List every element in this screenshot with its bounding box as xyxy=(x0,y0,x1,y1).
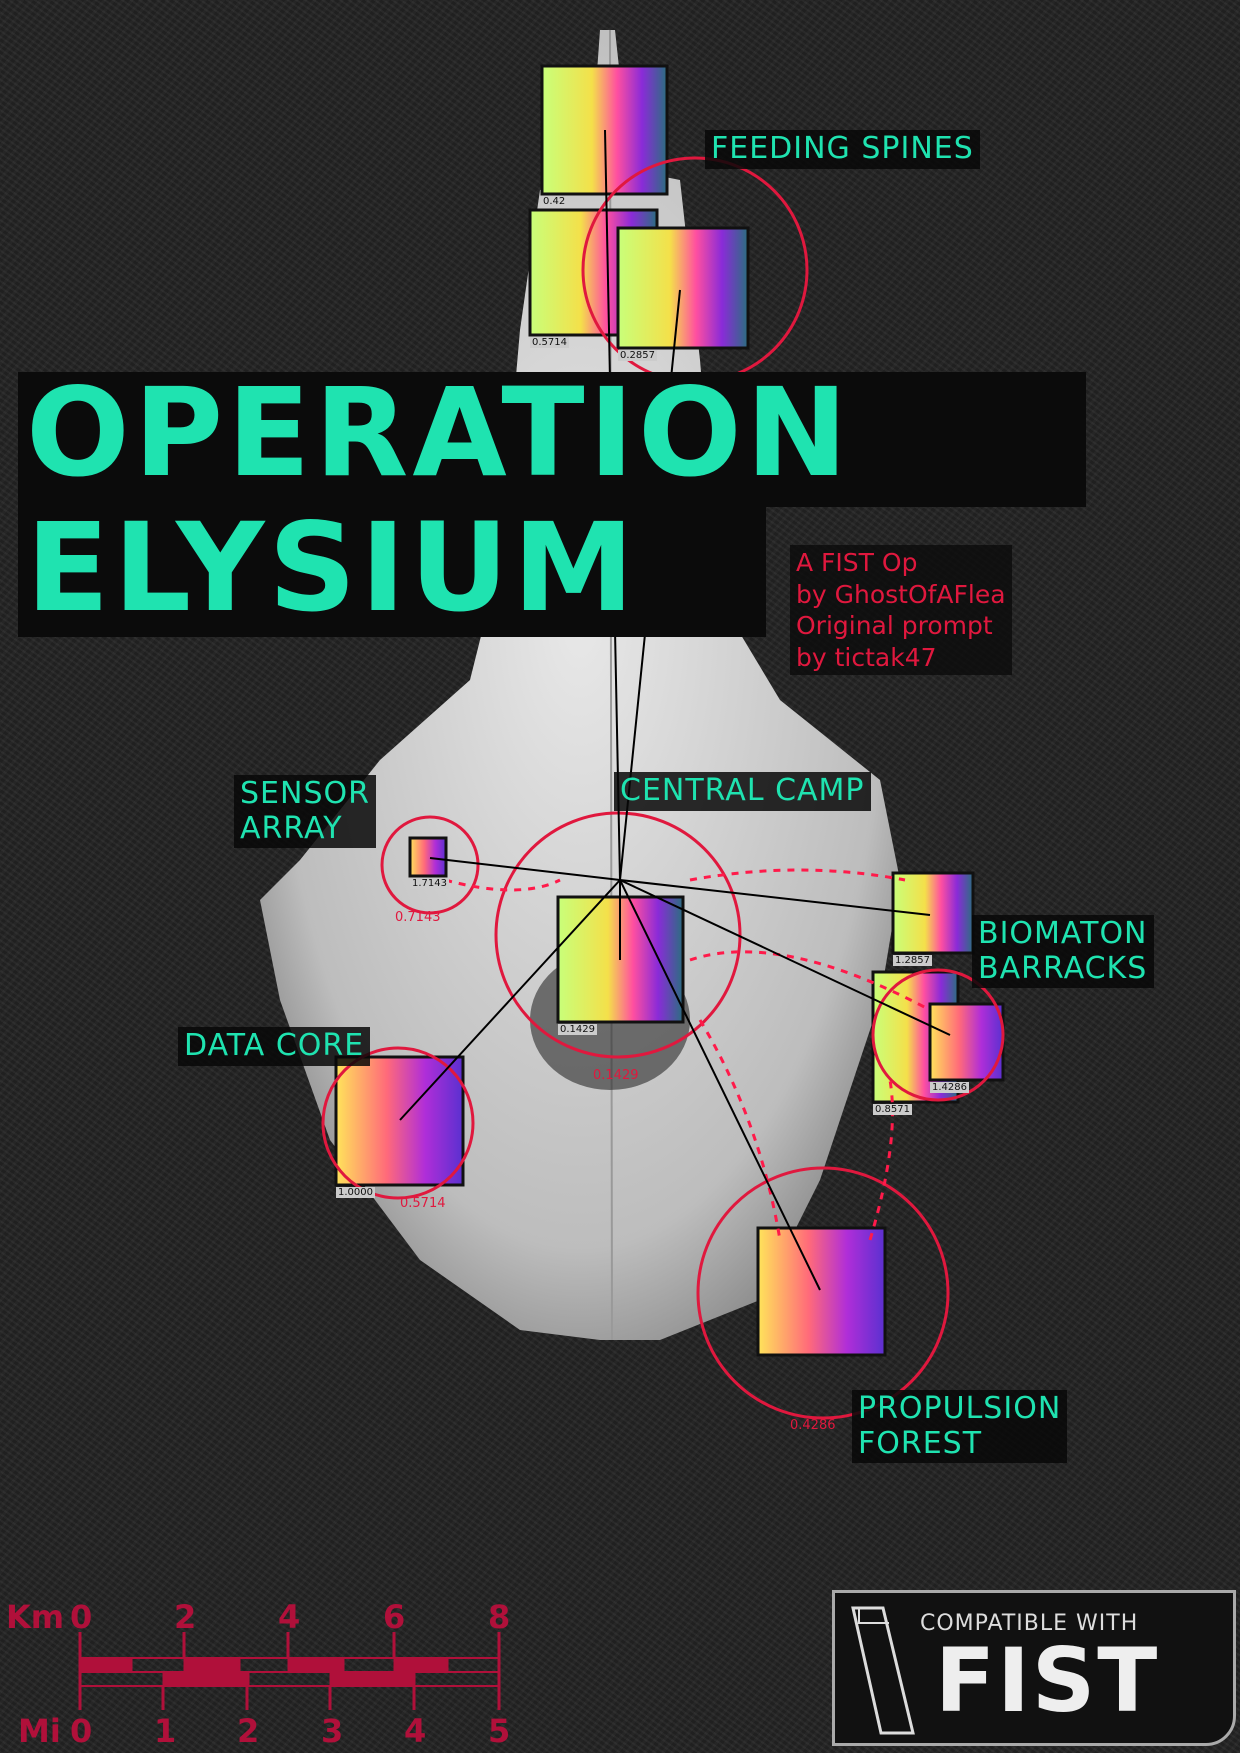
label-line: BARRACKS xyxy=(978,950,1148,986)
mi-tick: 0 xyxy=(70,1712,93,1750)
label-line: PROPULSION xyxy=(858,1391,1062,1426)
mi-label: Mi xyxy=(18,1712,61,1750)
mi-tick: 1 xyxy=(154,1712,177,1750)
mi-tick: 2 xyxy=(237,1712,260,1750)
box-value: 0.1429 xyxy=(558,1024,597,1035)
km-label: Km xyxy=(6,1598,65,1636)
km-tick: 0 xyxy=(70,1598,93,1636)
ring-value: 0.4286 xyxy=(790,1418,836,1433)
title-line-1: OPERATION xyxy=(18,372,1086,507)
km-tick: 6 xyxy=(383,1598,406,1636)
label-line: ARRAY xyxy=(240,810,343,846)
credit-line: by tictak47 xyxy=(796,642,937,672)
heatmap-boxes xyxy=(334,64,1005,1357)
mi-tick: 3 xyxy=(321,1712,344,1750)
credit-line: by GhostOfAFlea xyxy=(796,579,1006,609)
ring-value: 0.5714 xyxy=(400,1196,446,1211)
label-central-camp: CENTRAL CAMP xyxy=(614,772,871,811)
label-line: BIOMATON xyxy=(978,916,1148,951)
mi-tick: 4 xyxy=(404,1712,427,1750)
box-value: 0.5714 xyxy=(530,337,569,348)
label-line: FOREST xyxy=(858,1425,983,1461)
route-lines xyxy=(444,868,931,1241)
box-value: 0.42 xyxy=(541,196,568,207)
ring-value: 0.1429 xyxy=(593,1068,639,1083)
km-tick: 2 xyxy=(174,1598,197,1636)
title-line-2: ELYSIUM xyxy=(18,507,766,637)
label-line: SENSOR xyxy=(240,776,370,811)
credits: A FIST Op by GhostOfAFlea Original promp… xyxy=(790,545,1012,675)
magazine-icon xyxy=(851,1606,915,1735)
label-feeding-spines: FEEDING SPINES xyxy=(705,130,980,169)
box-value: 0.8571 xyxy=(873,1104,912,1115)
scale-bar-graphic xyxy=(78,1632,501,1710)
fist-logo-text: FIST xyxy=(935,1629,1160,1732)
mi-tick: 5 xyxy=(488,1712,511,1750)
km-tick: 4 xyxy=(278,1598,301,1636)
box-value: 1.7143 xyxy=(410,878,449,889)
credit-line: Original prompt xyxy=(796,611,993,640)
box-value: 1.2857 xyxy=(893,955,932,966)
box-value: 0.2857 xyxy=(618,350,657,361)
box-value: 1.4286 xyxy=(930,1082,969,1093)
compat-text: COMPATIBLE WITH xyxy=(920,1611,1139,1636)
km-tick: 8 xyxy=(488,1598,511,1636)
label-data-core: DATA CORE xyxy=(178,1027,371,1066)
fist-compatible-badge: COMPATIBLE WITH FIST xyxy=(832,1590,1236,1746)
box-value: 1.0000 xyxy=(336,1187,375,1198)
ring-value: 0.7143 xyxy=(395,910,441,925)
credit-line: A FIST Op xyxy=(796,548,918,577)
